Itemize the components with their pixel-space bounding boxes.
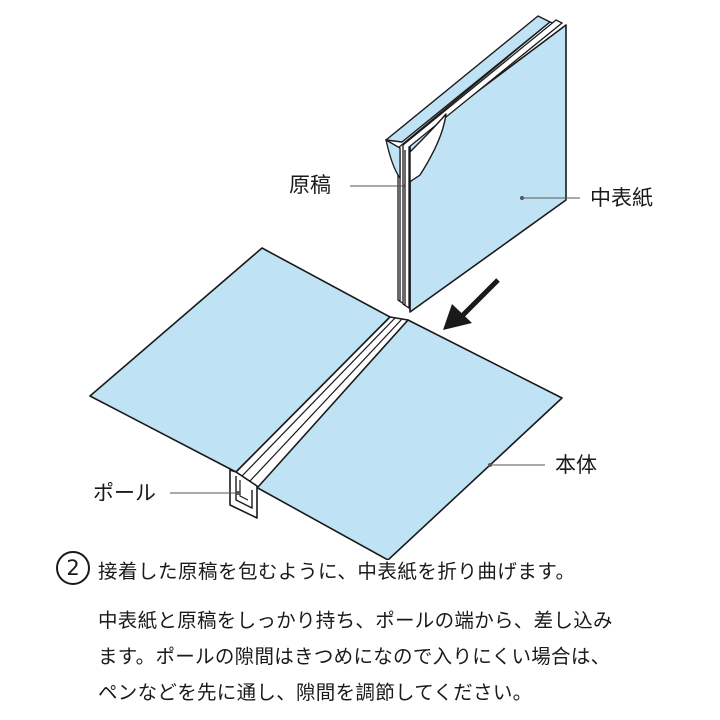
peeled-corner: [409, 113, 447, 183]
step-body: 中表紙と原稿をしっかり持ち、ポールの端から、差し込み ます。ポールの隙間はきつめ…: [98, 603, 688, 711]
step-number-badge: 2: [56, 551, 90, 585]
label-binder-body: 本体: [555, 453, 597, 477]
manuscript-stack: [397, 19, 564, 310]
pole-end-profile: [229, 469, 258, 519]
label-manuscript: 原稿: [289, 173, 331, 197]
insert-direction-arrow: [443, 278, 500, 330]
step-body-line: ます。ポールの隙間はきつめになので入りにくい場合は、: [98, 645, 611, 668]
step-body-line: 中表紙と原稿をしっかり持ち、ポールの端から、差し込み: [98, 609, 613, 632]
step-body-line: ペンなどを先に通し、隙間を調節してください。: [98, 681, 533, 704]
label-inner-cover: 中表紙: [590, 186, 653, 210]
binder-diagram: [89, 15, 580, 560]
label-pole: ポール: [93, 481, 156, 505]
step-heading: 接着した原稿を包むように、中表紙を折り曲げます。: [98, 560, 576, 583]
